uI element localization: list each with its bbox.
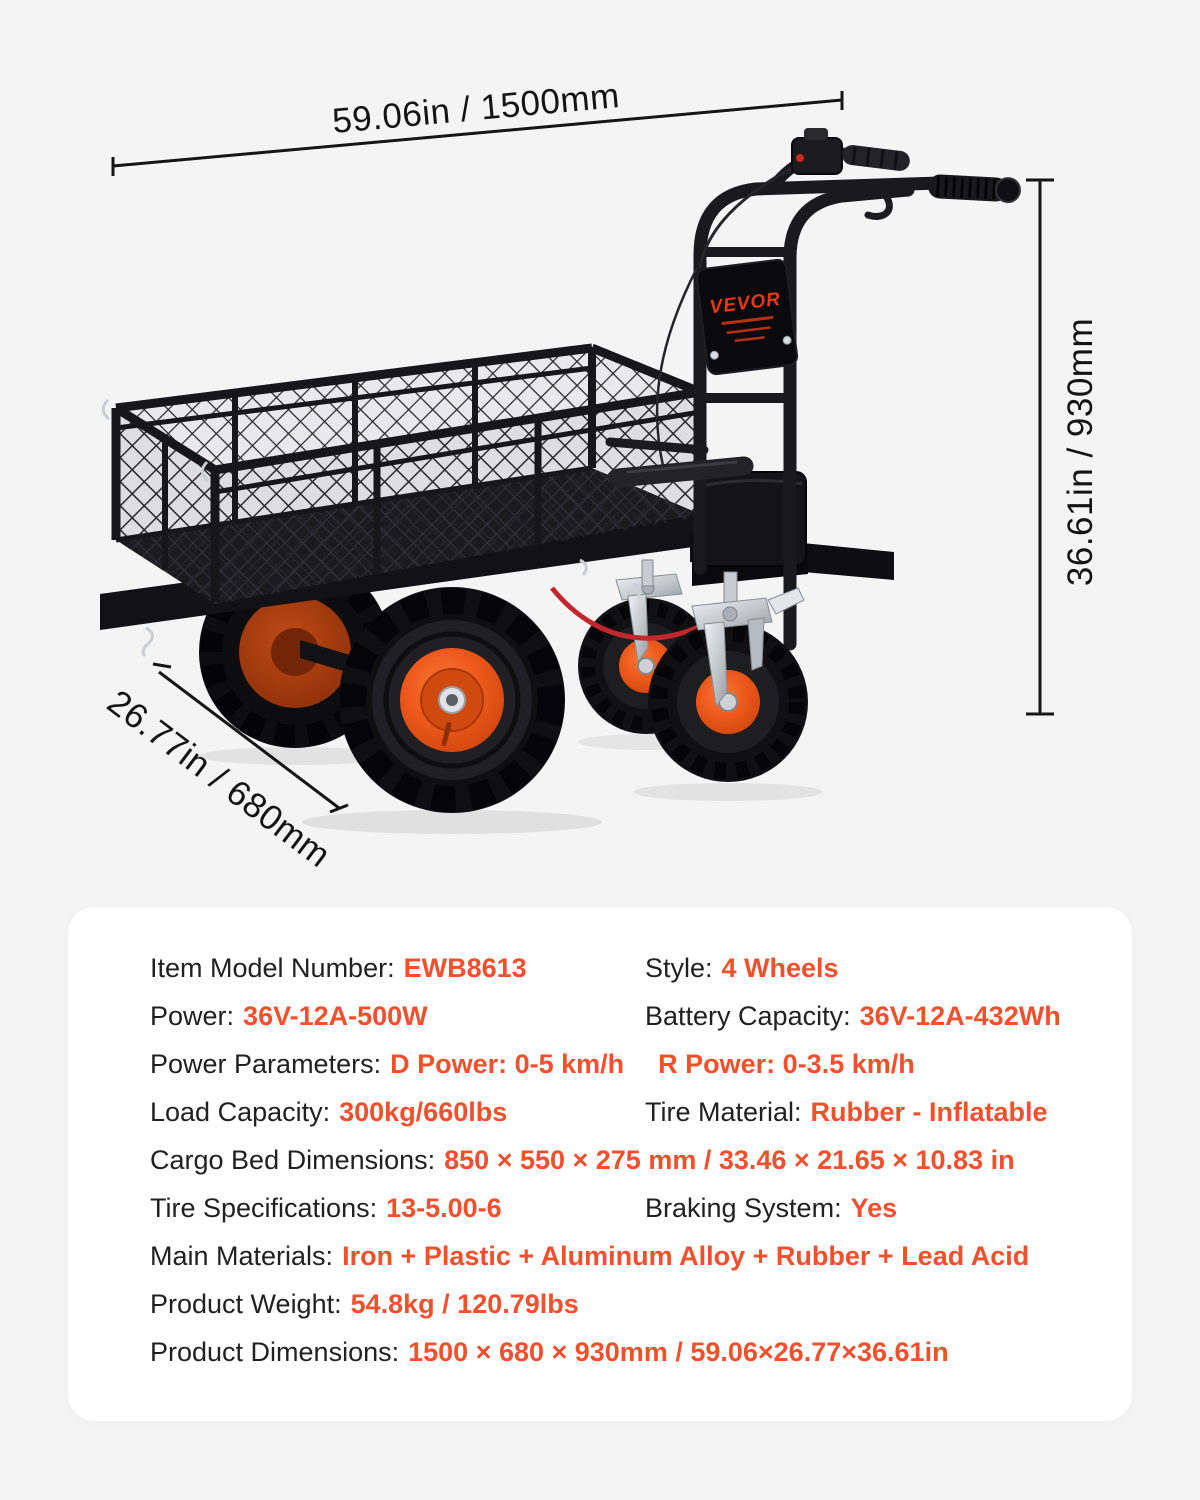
- spec-value: 13-5.00-6: [386, 1193, 502, 1223]
- spec-label: Item Model Number:: [150, 953, 395, 983]
- spec-value: 1500 × 680 × 930mm / 59.06×26.77×36.61in: [408, 1337, 949, 1367]
- bed-frame-tubes: [111, 343, 704, 602]
- spec-value: EWB8613: [403, 953, 527, 983]
- spec-value: 4 Wheels: [721, 953, 839, 983]
- spec-value: Iron + Plastic + Aluminum Alloy + Rubber…: [342, 1241, 1030, 1271]
- bed-front-panel: [215, 392, 700, 602]
- spec-row-tire-braking: Tire Specifications: 13-5.00-6 Braking Sy…: [150, 1184, 1102, 1232]
- spec-right-pair: Style: 4 Wheels: [645, 944, 839, 992]
- spec-value: 300kg/660lbs: [339, 1097, 508, 1127]
- spec-value: Yes: [850, 1193, 898, 1223]
- spec-value: Rubber - Inflatable: [810, 1097, 1048, 1127]
- height-dimension-label: 36.61in / 930mm: [1061, 318, 1100, 586]
- spec-row-product-dimensions: Product Dimensions: 1500 × 680 × 930mm / …: [150, 1328, 1102, 1376]
- spec-label: Battery Capacity:: [645, 1001, 851, 1031]
- spec-row-weight: Product Weight: 54.8kg / 120.79lbs: [150, 1280, 1102, 1328]
- width-dimension-line: [152, 662, 349, 814]
- ground-shadow: [200, 734, 823, 834]
- spec-label: Power Parameters:: [150, 1049, 382, 1079]
- height-dimension-line: [1026, 178, 1054, 716]
- spec-row-power-battery: Power: 36V-12A-500W Battery Capacity: 36V-…: [150, 992, 1102, 1040]
- padded-crossbar: [608, 456, 754, 488]
- left-grip: [842, 145, 910, 171]
- spec-row-materials: Main Materials: Iron + Plastic + Aluminum…: [150, 1232, 1102, 1280]
- cargo-bed: [101, 343, 704, 657]
- spec-label: Product Dimensions:: [150, 1337, 400, 1367]
- right-grip: [928, 174, 1021, 204]
- spec-label: Style:: [645, 953, 713, 983]
- spec-value: 54.8kg / 120.79lbs: [350, 1289, 579, 1319]
- spec-value: R Power: 0-3.5 km/h: [658, 1049, 915, 1079]
- near-tractor-wheel: [339, 587, 565, 813]
- spec-value: 36V-12A-432Wh: [859, 1001, 1061, 1031]
- spec-label: Product Weight:: [150, 1289, 342, 1319]
- spec-label: Braking System:: [645, 1193, 842, 1223]
- spec-row-cargo-bed: Cargo Bed Dimensions: 850 × 550 × 275 mm …: [150, 1136, 1102, 1184]
- brake-lever: [864, 192, 893, 220]
- spec-value: 850 × 550 × 275 mm / 33.46 × 21.65 × 10.…: [444, 1145, 1015, 1175]
- spec-card: Item Model Number: EWB8613 Style: 4 Wheels…: [68, 907, 1132, 1421]
- near-caster-wheel: [648, 587, 808, 782]
- spec-label: Tire Specifications:: [150, 1193, 378, 1223]
- spec-value: 36V-12A-500W: [243, 1001, 428, 1031]
- length-dimension-line: [111, 91, 844, 176]
- tilt-rod: [605, 437, 709, 455]
- spec-value: D Power: 0-5 km/h: [390, 1049, 625, 1079]
- spec-row-power-parameters: Power Parameters: D Power: 0-5 km/h R Powe…: [150, 1040, 1102, 1088]
- spec-label: Load Capacity:: [150, 1097, 331, 1127]
- caster-brake-pedal: [767, 587, 805, 615]
- cart-illustration: VEVOR: [100, 128, 1021, 834]
- handle-assembly: VEVOR: [605, 128, 1021, 651]
- spec-label: Power:: [150, 1001, 235, 1031]
- brand-plate: VEVOR: [695, 258, 799, 376]
- latch-clips: [101, 398, 642, 657]
- spec-row-load-tire: Load Capacity: 300kg/660lbs Tire Material…: [150, 1088, 1102, 1136]
- spec-right-pair: Tire Material: Rubber - Inflatable: [645, 1088, 1048, 1136]
- spec-right-pair: Battery Capacity: 36V-12A-432Wh: [645, 992, 1061, 1040]
- spec-right-pair: Braking System: Yes: [645, 1184, 897, 1232]
- dimension-annotations: [111, 91, 1054, 814]
- spec-row-model-style: Item Model Number: EWB8613 Style: 4 Wheels: [150, 944, 1102, 992]
- length-dimension-label: 59.06in / 1500mm: [331, 76, 622, 141]
- spec-label: Main Materials:: [150, 1241, 334, 1271]
- throttle-control-box: [791, 128, 843, 175]
- spec-label: Tire Material:: [645, 1097, 802, 1127]
- spec-label: Cargo Bed Dimensions:: [150, 1145, 436, 1175]
